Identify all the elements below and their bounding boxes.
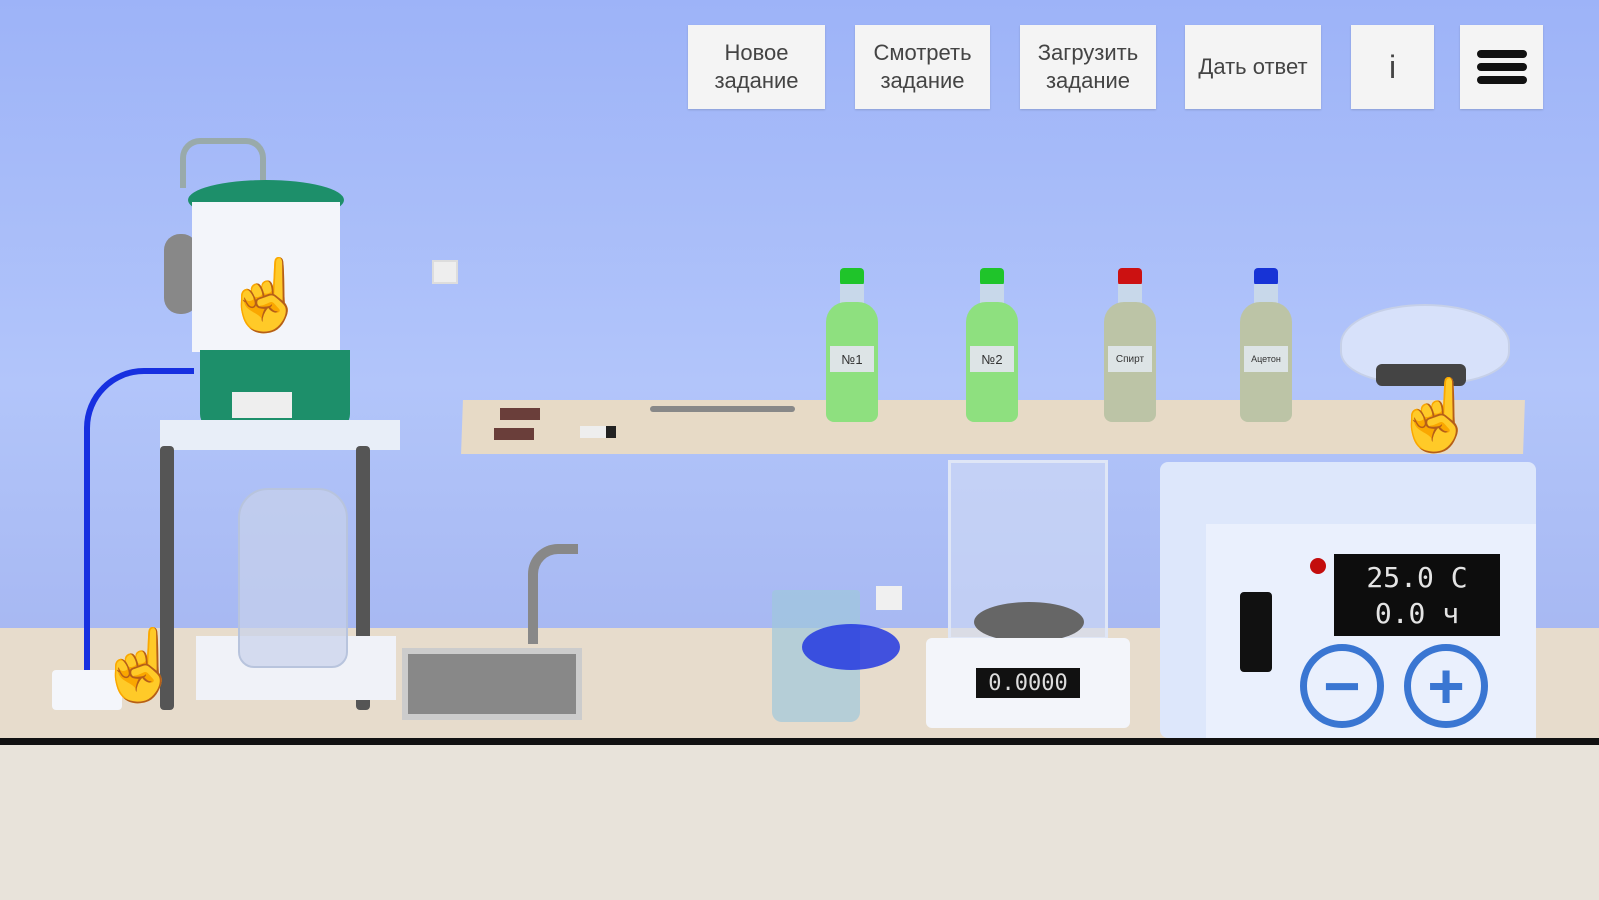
bottle-cap	[1254, 268, 1278, 286]
bottle-cap	[840, 268, 864, 286]
power-socket[interactable]	[432, 260, 458, 284]
counter-edge	[0, 738, 1599, 745]
bottle-cap	[1118, 268, 1142, 286]
oven-time: 0.0 ч	[1374, 597, 1460, 630]
power-socket	[876, 586, 902, 610]
oven-indicator-light	[1310, 558, 1326, 574]
sample-plate[interactable]	[500, 408, 540, 420]
pointer-hand-icon: ☝	[1392, 376, 1480, 454]
distiller-stand-rod	[180, 138, 266, 188]
minus-icon: −	[1323, 650, 1361, 722]
bottle-acetone[interactable]: Ацетон	[1240, 268, 1292, 422]
bottle-2[interactable]: №2	[966, 268, 1018, 422]
give-answer-button[interactable]: Дать ответ	[1185, 25, 1321, 109]
bottle-cap	[980, 268, 1004, 286]
analytical-balance[interactable]: 0.0000	[926, 460, 1130, 728]
faucet[interactable]	[528, 544, 578, 644]
water-tube	[84, 368, 194, 688]
bottle-1[interactable]: №1	[826, 268, 878, 422]
menu-button[interactable]	[1460, 25, 1543, 109]
bottle-neck	[1118, 284, 1142, 306]
desiccator[interactable]: ☝	[1340, 284, 1510, 450]
bottle-neck	[840, 284, 864, 306]
pointer-hand-icon: ☝	[222, 256, 310, 334]
drain-outlet[interactable]	[52, 670, 122, 710]
bottle-label: Спирт	[1108, 346, 1152, 372]
water-bottle[interactable]	[238, 488, 348, 668]
bottle-label: №1	[830, 346, 874, 372]
floor	[0, 745, 1599, 900]
petri-dish[interactable]	[802, 624, 900, 670]
bottle-label: Ацетон	[1244, 346, 1288, 372]
tweezers[interactable]	[650, 406, 795, 412]
pointer-hand-icon: ☝	[96, 626, 184, 704]
info-button[interactable]: i	[1351, 25, 1434, 109]
oven-increase-button[interactable]: +	[1404, 644, 1488, 728]
view-task-button[interactable]: Смотреть задание	[855, 25, 990, 109]
bottle-neck	[980, 284, 1004, 306]
oven-temperature: 25.0 C	[1366, 561, 1468, 594]
load-task-button[interactable]: Загрузить задание	[1020, 25, 1156, 109]
oven-decrease-button[interactable]: −	[1300, 644, 1384, 728]
sample-plate[interactable]	[494, 428, 534, 440]
plus-icon: +	[1427, 650, 1465, 722]
sink[interactable]	[402, 648, 582, 720]
water-distiller[interactable]: ☝	[188, 180, 350, 430]
hamburger-menu-icon	[1476, 45, 1527, 89]
bottle-label: №2	[970, 346, 1014, 372]
distiller-stand-table	[160, 420, 400, 450]
new-task-button[interactable]: Новое задание	[688, 25, 825, 109]
oven-display: 25.0 C 0.0 ч	[1334, 554, 1500, 636]
drying-oven[interactable]: 25.0 C 0.0 ч − +	[1160, 462, 1536, 738]
sample-vial[interactable]	[580, 426, 616, 438]
bottle-neck	[1254, 284, 1278, 306]
distiller-control-panel[interactable]	[232, 392, 292, 418]
balance-display: 0.0000	[976, 668, 1080, 698]
bottle-alcohol[interactable]: Спирт	[1104, 268, 1156, 422]
oven-door-handle[interactable]	[1240, 592, 1272, 672]
